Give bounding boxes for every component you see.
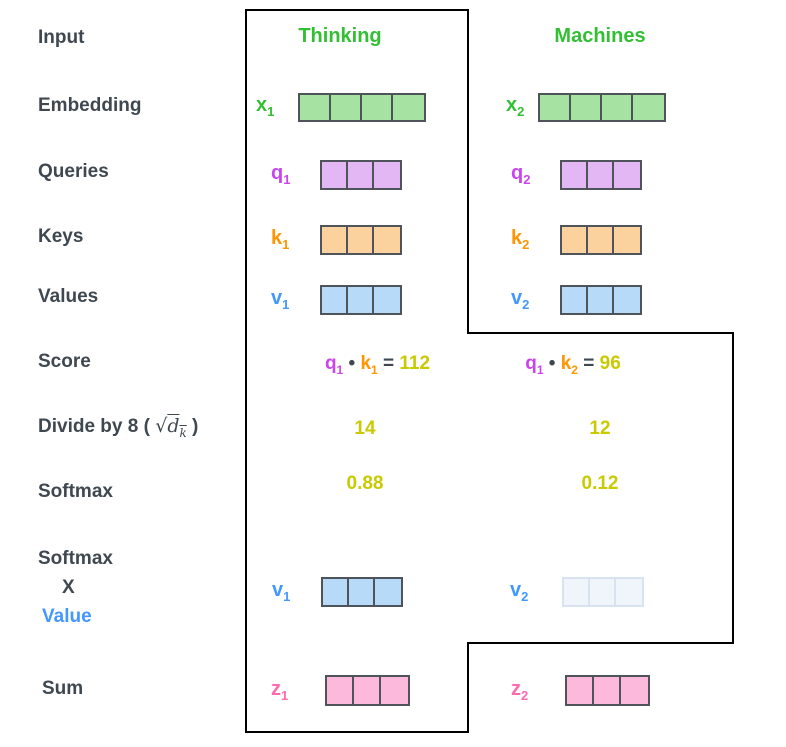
dot-product-icon: • [348,353,356,374]
score-thinking: q1 • k1 = 112 [324,353,431,377]
vector-label-x1: x1 [256,94,275,119]
row-label-embedding: Embedding [38,95,142,116]
vector-label-v1-weighted: v1 [272,579,291,604]
softmax-value-machines: 0.12 [581,473,619,494]
row-label-divide: Divide by 8 ( √dk ) [38,415,199,440]
vector-label-q2: q2 [511,162,531,187]
vector-z2 [565,675,650,706]
vector-label-v2: v2 [511,287,530,312]
vector-v1 [320,285,402,315]
row-label-score: Score [38,351,91,372]
column-title-thinking: Thinking [298,25,382,47]
row-label-softmax-x-value-line1: Softmax [38,548,113,569]
vector-k2 [560,225,642,255]
vector-label-k2: k2 [511,227,530,252]
vector-q1 [320,160,402,190]
row-label-sum: Sum [42,678,84,699]
vector-label-z1: z1 [271,678,289,703]
vector-x1 [298,93,426,122]
column-title-machines: Machines [554,25,646,47]
row-label-keys: Keys [38,226,84,247]
vector-label-x2: x2 [506,94,525,119]
score-machines: q1 • k2 = 96 [525,353,621,377]
row-label-softmax-x-value-line3: Value [42,606,92,627]
row-label-values: Values [38,286,99,307]
vector-z1 [325,675,410,706]
vector-label-k1: k1 [271,227,290,252]
divide-value-thinking: 14 [354,418,376,439]
vector-label-v2-weighted: v2 [510,579,529,604]
dot-product-icon: • [548,353,556,374]
row-label-softmax-x-value-line2: X [62,577,75,598]
row-label-softmax: Softmax [38,481,113,502]
vector-x2 [538,93,666,122]
vector-label-v1: v1 [271,287,290,312]
vector-k1 [320,225,402,255]
row-label-queries: Queries [38,161,109,182]
vector-label-q1: q1 [271,162,291,187]
softmax-value-thinking: 0.88 [346,473,384,494]
vector-v2 [560,285,642,315]
row-label-input: Input [38,27,85,48]
sqrt-dk-math: √dk [155,415,187,440]
vector-v2-weighted-faded [562,577,644,607]
vector-label-z2: z2 [511,678,529,703]
vector-q2 [560,160,642,190]
divide-value-machines: 12 [589,418,611,439]
vector-v1-weighted [321,577,403,607]
